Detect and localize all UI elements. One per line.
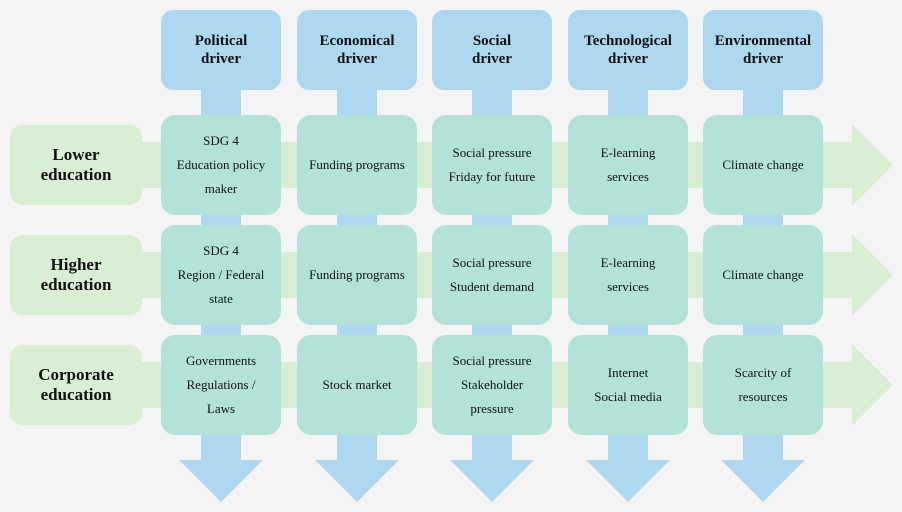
cell-higher-education-technological-driver: E-learning services — [568, 225, 688, 325]
cell-text-line: Governments — [185, 353, 257, 368]
column-header-social-driver: Social driver — [432, 10, 552, 90]
cell-lower-education-political-driver: SDG 4 Education policy maker — [161, 115, 281, 215]
cell-text-line: maker — [204, 181, 238, 196]
column-header-label: Technological driver — [584, 33, 672, 67]
cell-text-line: Social pressure — [452, 255, 532, 270]
cell-text-line: Funding programs — [309, 157, 405, 172]
cell-text-line: Education policy — [176, 157, 266, 172]
cell-higher-education-economical-driver: Funding programs — [297, 225, 417, 325]
row-header-corporate-education: Corporate education — [10, 345, 142, 425]
cell-text-line: Friday for future — [448, 169, 536, 184]
cell-text-line: Stakeholder — [460, 377, 524, 392]
cell-text-line: Climate change — [722, 267, 804, 282]
cell-text-line: Social media — [594, 389, 662, 404]
cell-text-line: services — [607, 169, 649, 184]
cell-corporate-education-environmental-driver: Scarcity of resources — [703, 335, 823, 435]
cell-text-line: Climate change — [722, 157, 804, 172]
cell-text-line: services — [607, 279, 649, 294]
column-header-political-driver: Political driver — [161, 10, 281, 90]
cell-text-line: Region / Federal — [177, 267, 265, 282]
cell-text-line: Funding programs — [309, 267, 405, 282]
column-header-label: Economical driver — [319, 33, 395, 67]
cell-lower-education-environmental-driver: Climate change — [703, 115, 823, 215]
cell-text-line: Regulations / — [186, 377, 256, 392]
cell-text-line: Scarcity of — [734, 365, 792, 380]
row-header-lower-education: Lower education — [10, 125, 142, 205]
cell-text-line: E-learning — [600, 145, 656, 160]
cell-corporate-education-economical-driver: Stock market — [297, 335, 417, 435]
row-header-higher-education: Higher education — [10, 235, 142, 315]
row-header-label: Higher education — [40, 255, 112, 294]
cell-text-line: Student demand — [449, 279, 535, 294]
cell-text-line: Social pressure — [452, 145, 532, 160]
cell-lower-education-technological-driver: E-learning services — [568, 115, 688, 215]
cell-text-line: Stock market — [322, 377, 392, 392]
cell-text-line: state — [209, 291, 233, 306]
column-header-environmental-driver: Environmental driver — [703, 10, 823, 90]
column-header-technological-driver: Technological driver — [568, 10, 688, 90]
cell-text-line: Laws — [206, 401, 236, 416]
cell-higher-education-environmental-driver: Climate change — [703, 225, 823, 325]
column-header-label: Environmental driver — [714, 33, 812, 67]
cell-text-line: pressure — [470, 401, 514, 416]
cell-text-line: SDG 4 — [203, 243, 239, 258]
cell-text-line: SDG 4 — [203, 133, 239, 148]
row-header-label: Lower education — [40, 145, 112, 184]
row-header-label: Corporate education — [38, 365, 114, 404]
cell-text-line: resources — [738, 389, 788, 404]
cell-text-line: E-learning — [600, 255, 656, 270]
cell-text-line: Social pressure — [452, 353, 532, 368]
column-header-label: Social driver — [472, 33, 512, 67]
column-header-label: Political driver — [194, 33, 248, 67]
column-header-economical-driver: Economical driver — [297, 10, 417, 90]
cell-higher-education-political-driver: SDG 4 Region / Federal state — [161, 225, 281, 325]
cell-text-line: Internet — [607, 365, 649, 380]
cell-lower-education-economical-driver: Funding programs — [297, 115, 417, 215]
